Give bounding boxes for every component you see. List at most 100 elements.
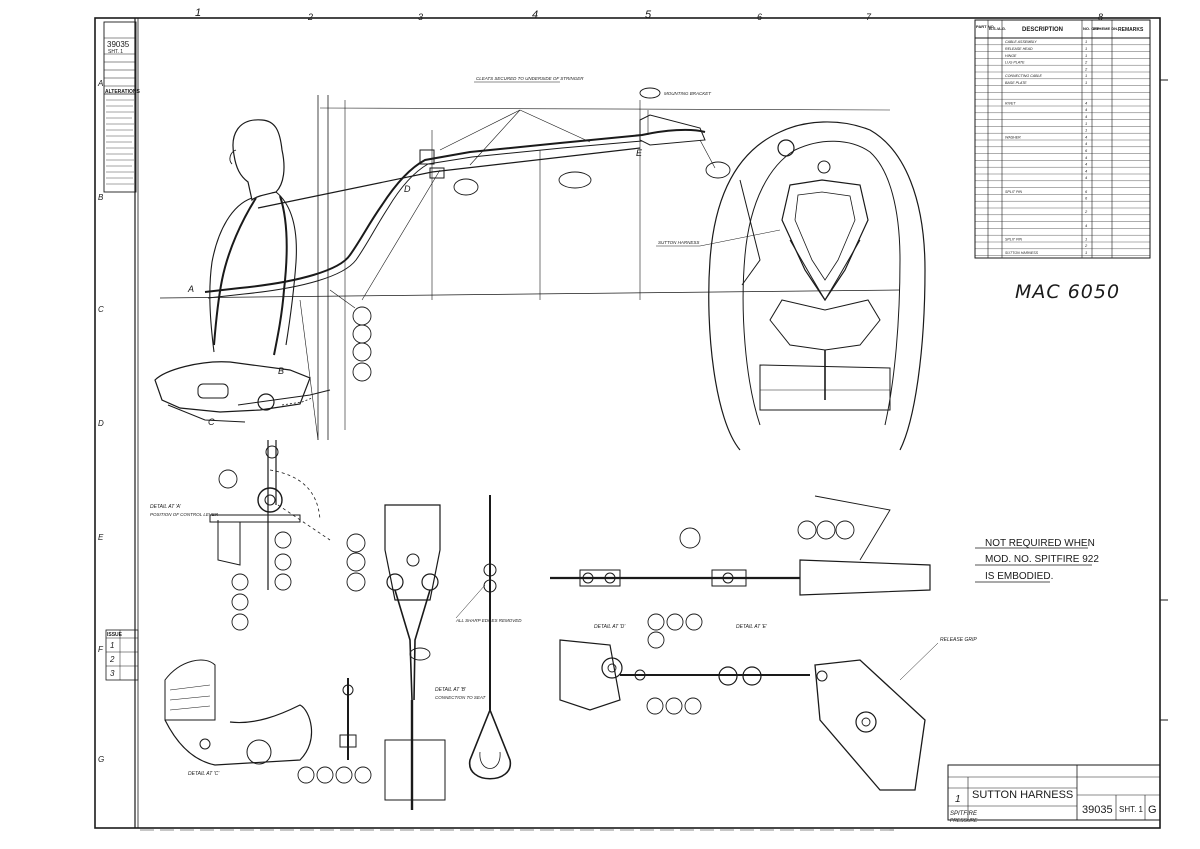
parts-row-quantity: 1 <box>1085 39 1087 44</box>
parts-row-description: RELEASE HEAD <box>1005 47 1033 51</box>
strip-drawing-number: 39035 <box>107 40 130 49</box>
zone-letter: C <box>98 305 104 314</box>
point-label-b: B <box>278 366 284 376</box>
parts-row-quantity: 6 <box>1085 148 1088 153</box>
parts-row-quantity: 4 <box>1085 107 1088 112</box>
parts-row-quantity: 2 <box>1084 209 1088 214</box>
parts-header-no-off: NO. OFF <box>1083 26 1100 31</box>
note-line-2: MOD. NO. SPITFIRE 922 <box>985 554 1099 565</box>
parts-row-quantity: 4 <box>1085 155 1088 160</box>
title-aircraft-note: PRESSURE <box>950 818 978 824</box>
seat-pan <box>154 361 311 413</box>
parts-row-quantity: 4 <box>1085 141 1088 146</box>
zone-number: 5 <box>645 9 652 21</box>
detail-d-title: DETAIL AT 'D' <box>594 624 626 630</box>
mounting-bracket-label: MOUNTING BRACKET <box>664 91 712 96</box>
parts-header-description: DESCRIPTION <box>1022 27 1063 33</box>
shoulder-strap <box>213 197 257 346</box>
sharp-edges-note: ALL SHARP EDGES REMOVED <box>455 618 522 623</box>
parts-row-description: SPLIT PIN <box>1005 190 1022 194</box>
title-part-name: SUTTON HARNESS <box>972 789 1073 801</box>
parts-row-quantity: 1 <box>1085 128 1087 133</box>
detail-c: DETAIL AT 'C' <box>164 659 372 784</box>
parts-row-quantity: 4 <box>1085 162 1088 167</box>
parts-row-quantity: 6 <box>1085 196 1088 201</box>
position-of-control-lever-note: POSITION OF CONTROL LEVER <box>150 512 219 517</box>
seat-back-outline <box>708 121 926 451</box>
parts-header-bsag: B.S./A.G. <box>989 26 1006 31</box>
issue-number: 3 <box>110 669 115 678</box>
parts-row-quantity: 1 <box>1085 80 1087 85</box>
detail-d: DETAIL AT 'D' DETAIL AT 'E' RELEASE GRIP <box>550 495 977 791</box>
parts-row-quantity: 4 <box>1085 175 1088 180</box>
cleats-note: CLEATS SECURED TO UNDERSIDE OF STRINGER <box>476 76 584 81</box>
strip-sheet: SHT. 1 <box>108 49 123 55</box>
parts-row-description: RIVET <box>1005 101 1016 105</box>
parts-row-quantity: 1 <box>1085 46 1087 51</box>
rear-view <box>708 121 926 451</box>
zone-letter: F <box>98 645 104 654</box>
parts-row-quantity: 4 <box>1085 168 1088 173</box>
zone-number: 1 <box>195 7 201 19</box>
parts-row-quantity: 1 <box>1085 236 1087 241</box>
sheet-border <box>94 17 1168 829</box>
title-quantity: 1 <box>955 794 961 805</box>
parts-row-quantity: 6 <box>1085 189 1088 194</box>
detail-a-title: DETAIL AT 'A' <box>150 504 182 510</box>
parts-row-quantity: 4 <box>1085 114 1088 119</box>
parts-row-quantity: 1 <box>1085 73 1087 78</box>
note-line-3: IS EMBODIED. <box>985 571 1053 582</box>
detail-b: DETAIL AT 'B' CONNECTION TO SEAT ALL SHA… <box>346 495 522 810</box>
alteration-scribbles <box>106 99 134 185</box>
detail-b-title: DETAIL AT 'B' <box>435 687 467 693</box>
parts-row-quantity: 1 <box>1085 121 1087 126</box>
parts-row-description: SUTTON HARNESS <box>1005 251 1039 255</box>
zone-number: 8 <box>1098 12 1103 22</box>
issue-number: 1 <box>110 641 114 650</box>
zone-letter: D <box>98 419 104 428</box>
parts-row-quantity: 4 <box>1085 134 1088 139</box>
title-drawing-number: 39035 <box>1082 804 1113 816</box>
parts-header-part-no: PART NO. <box>976 24 995 29</box>
left-zone-letters: A B C D E F G <box>97 79 104 764</box>
zone-number: 4 <box>532 9 538 21</box>
title-issue-letter: G <box>1148 804 1157 816</box>
zone-number: 3 <box>418 12 423 22</box>
parts-row-quantity: 1 <box>1085 53 1087 58</box>
modification-note: NOT REQUIRED WHEN MOD. NO. SPITFIRE 922 … <box>975 538 1099 583</box>
alterations-heading: ALTERATIONS <box>105 89 140 95</box>
point-label-e: E <box>636 148 643 158</box>
release-grip-label: RELEASE GRIP <box>940 637 977 643</box>
title-block: 1 SUTTON HARNESS SPITFIRE PRESSURE 39035… <box>947 764 1161 824</box>
parts-row-quantity: 4 <box>1085 223 1088 228</box>
sutton-harness-note: SUTTON HARNESS <box>658 240 699 245</box>
issue-heading: ISSUE <box>107 632 123 638</box>
title-aircraft: SPITFIRE <box>950 811 978 817</box>
zone-letter: G <box>98 755 104 764</box>
title-sheet: SHT. 1 <box>1119 805 1144 814</box>
detail-a: DETAIL AT 'A' POSITION OF CONTROL LEVER <box>150 440 331 631</box>
parts-row-description: SPLIT PIN <box>1005 237 1022 241</box>
parts-row-quantity: 2 <box>1084 66 1088 71</box>
issue-number: 2 <box>109 655 115 664</box>
parts-header-remarks: REMARKS <box>1118 27 1144 33</box>
parts-row-quantity: 2 <box>1084 60 1088 65</box>
point-label-c: C <box>208 417 215 427</box>
parts-row-description: CONNECTING CABLE <box>1005 74 1043 78</box>
pilot-head <box>232 119 285 202</box>
parts-list-table: PART NO. B.S./A.G. DESCRIPTION NO. OFF S… <box>974 19 1151 259</box>
zone-letter: E <box>98 533 104 542</box>
pilot-torso <box>209 197 253 353</box>
parts-row-description: WASHER <box>1005 135 1021 139</box>
zone-number: 2 <box>307 12 313 22</box>
parts-row-quantity: 1 <box>1085 250 1087 255</box>
detail-e-title: DETAIL AT 'E' <box>736 624 768 630</box>
parts-row-description: BASE PLATE <box>1005 81 1027 85</box>
connection-to-seat-note: CONNECTION TO SEAT <box>435 695 487 700</box>
left-strip: 39035 SHT. 1 ALTERATIONS ISSUE 1 2 <box>103 21 140 681</box>
top-zone-numbers: 1 2 3 4 5 6 7 8 <box>195 7 1103 22</box>
parts-row-description: LUG PLATE <box>1005 61 1025 65</box>
note-line-1: NOT REQUIRED WHEN <box>985 538 1095 549</box>
part-bubbles-centre <box>329 169 441 382</box>
